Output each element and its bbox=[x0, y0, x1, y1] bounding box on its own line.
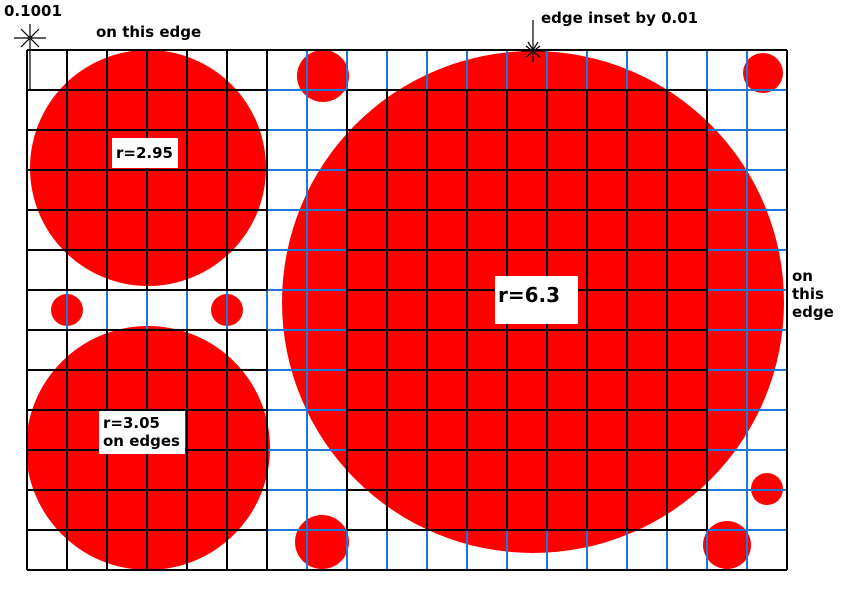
small-circle-1 bbox=[297, 50, 349, 102]
label-r63: r=6.3 bbox=[495, 276, 578, 324]
label-r63-box bbox=[495, 276, 578, 324]
offset-marker bbox=[14, 24, 46, 90]
label-r305: r=3.05 on edges bbox=[99, 411, 185, 454]
right-edge-note-line1: on bbox=[792, 267, 813, 285]
label-r295-text: r=2.95 bbox=[116, 144, 173, 162]
small-circle-5 bbox=[295, 515, 349, 569]
small-circle-2 bbox=[743, 53, 783, 93]
inset-note: edge inset by 0.01 bbox=[541, 9, 698, 27]
label-r305-line1: r=3.05 bbox=[103, 414, 160, 432]
inset-marker bbox=[521, 20, 545, 62]
label-r295-box bbox=[112, 138, 178, 168]
offset-value-label: 0.1001 bbox=[4, 2, 62, 20]
label-r295: r=2.95 bbox=[112, 138, 178, 168]
right-edge-note-line2: this bbox=[792, 285, 824, 303]
circles bbox=[26, 50, 784, 570]
top-edge-note: on this edge bbox=[96, 23, 201, 41]
right-edge-note: on this edge bbox=[792, 267, 834, 321]
right-edge-note-line3: edge bbox=[792, 303, 834, 321]
label-r305-box bbox=[99, 411, 185, 454]
small-circle-6 bbox=[703, 521, 751, 569]
label-r305-line2: on edges bbox=[103, 432, 180, 450]
label-r63-text: r=6.3 bbox=[498, 283, 560, 307]
